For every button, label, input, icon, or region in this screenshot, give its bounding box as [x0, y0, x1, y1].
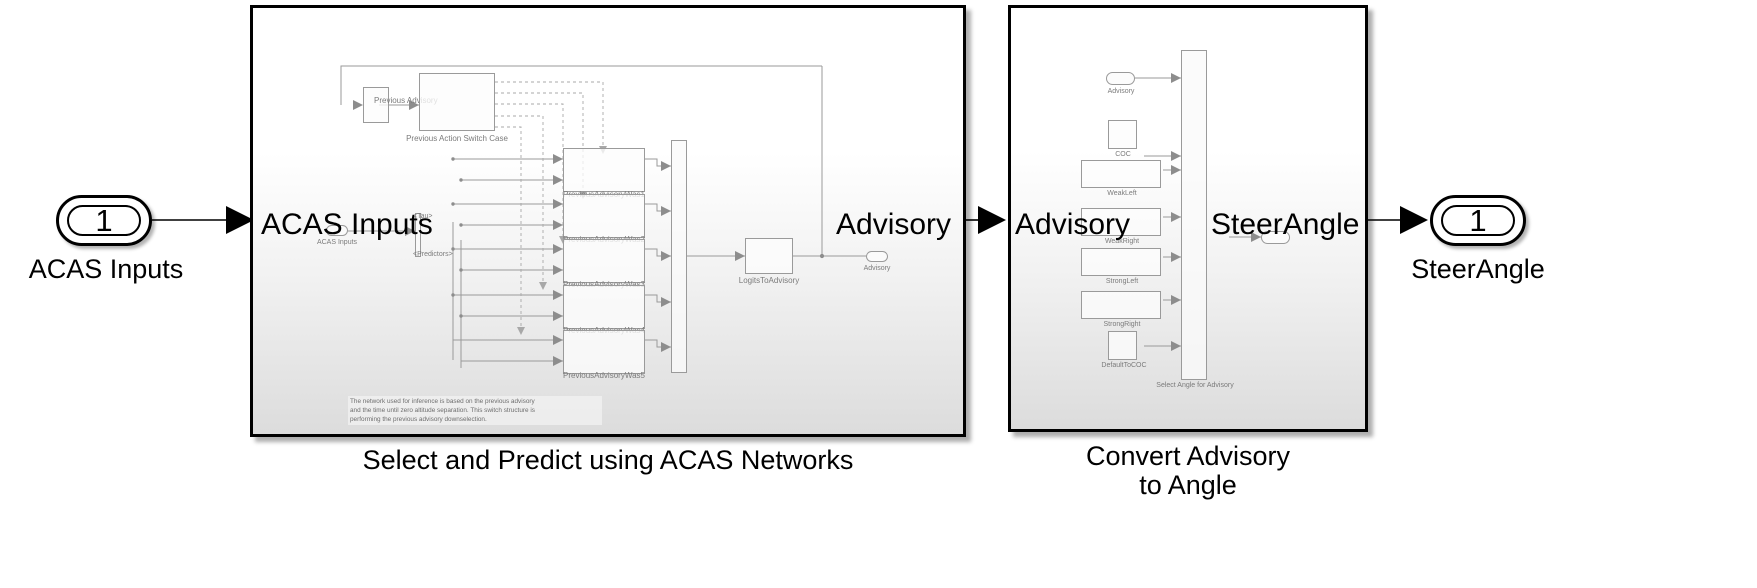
logits-to-advisory-label: LogitsToAdvisory [738, 276, 800, 285]
subsystem1-caption: Select and Predict using ACAS Networks [362, 445, 854, 475]
logits-to-advisory-block[interactable] [745, 238, 793, 274]
bus-selector-block[interactable] [415, 213, 421, 257]
switch-case-block[interactable] [419, 73, 495, 131]
constant-label-strongright: StrongRight [1103, 321, 1141, 328]
unit-delay-block[interactable] [363, 87, 389, 123]
subsystem-convert-advisory-to-angle[interactable]: Advisory COC WeakLeft WeakRight StrongLe… [1008, 5, 1368, 432]
unit-delay-label: Previous Advisory [374, 96, 438, 105]
subsystem1-outport-oval[interactable] [866, 251, 888, 262]
merge-block[interactable] [671, 140, 687, 373]
constant-label-strongleft: StrongLeft [1105, 278, 1139, 285]
constant-label-weakleft: WeakLeft [1107, 190, 1137, 197]
annotation-note: The network used for inference is based … [348, 396, 602, 426]
subsystem2-outport-oval[interactable] [1261, 231, 1290, 244]
signal-label-predictors: <Predictors> [413, 251, 453, 258]
subsystem2-output-title: SteerAngle [1211, 208, 1360, 241]
subsystem2-inport-label: Advisory [1107, 88, 1135, 95]
subsystem-select-and-predict[interactable]: Previous Advisory Previous Action Switch… [250, 5, 966, 437]
outport-caption: SteerAngle [1411, 254, 1545, 284]
subsystem1-inport-oval[interactable] [326, 225, 348, 236]
network-label-previousadvisorywas3: PreviousAdvisoryWas3 [548, 280, 660, 289]
subsystem1-outport-label: Advisory [863, 265, 891, 272]
constant-block-weakright[interactable] [1081, 208, 1161, 236]
subsystem1-internal-wires [340, 65, 866, 368]
constant-block-coc[interactable] [1108, 120, 1137, 149]
network-label-previousadvisorywas5: PreviousAdvisoryWas5 [563, 371, 645, 380]
network-block-previousadvisorywas2[interactable] [563, 194, 645, 238]
switch-case-label: Previous Action Switch Case [406, 134, 508, 143]
network-block-previousadvisorywas4[interactable] [563, 285, 645, 329]
constant-block-strongleft[interactable] [1081, 248, 1161, 276]
constant-label-coc: COC [1115, 151, 1131, 158]
subsystem1-title: ACAS Inputs [261, 208, 433, 241]
network-block-previousadvisorywas5[interactable] [563, 330, 645, 374]
signal-label-tau: <Tau> [413, 213, 433, 220]
constant-label-weakright: WeakRight [1104, 238, 1140, 245]
inport-block-acas-inputs[interactable]: 1 [56, 195, 152, 246]
subsystem2-internal-wires [1135, 73, 1261, 351]
outport-inner-ring: 1 [1441, 205, 1515, 236]
outport-number: 1 [1469, 203, 1487, 238]
subsystem2-inport-oval[interactable] [1106, 72, 1135, 85]
constant-block-strongright[interactable] [1081, 291, 1161, 319]
network-block-previousadvisorywas1[interactable] [563, 148, 645, 192]
subsystem2-caption: Convert Advisory to Angle [1085, 441, 1291, 501]
subsystem1-output-title: Advisory [836, 208, 952, 241]
outport-block-steerangle[interactable]: 1 [1430, 195, 1526, 246]
inport-caption: ACAS Inputs [28, 254, 184, 284]
subsystem2-title: Advisory [1015, 208, 1131, 241]
subsystem1-inport-label: ACAS Inputs [316, 239, 358, 246]
constant-block-weakleft[interactable] [1081, 160, 1161, 188]
constant-label-defaulttococ: DefaultToCOC [1101, 362, 1147, 369]
multiport-switch-label: Select Angle for Advisory [1156, 382, 1234, 389]
inport-inner-ring: 1 [67, 205, 141, 236]
inport-number: 1 [95, 203, 113, 238]
multiport-switch-block[interactable] [1181, 50, 1207, 380]
network-block-previousadvisorywas3[interactable] [563, 239, 645, 283]
constant-block-defaulttococ[interactable] [1108, 331, 1137, 360]
